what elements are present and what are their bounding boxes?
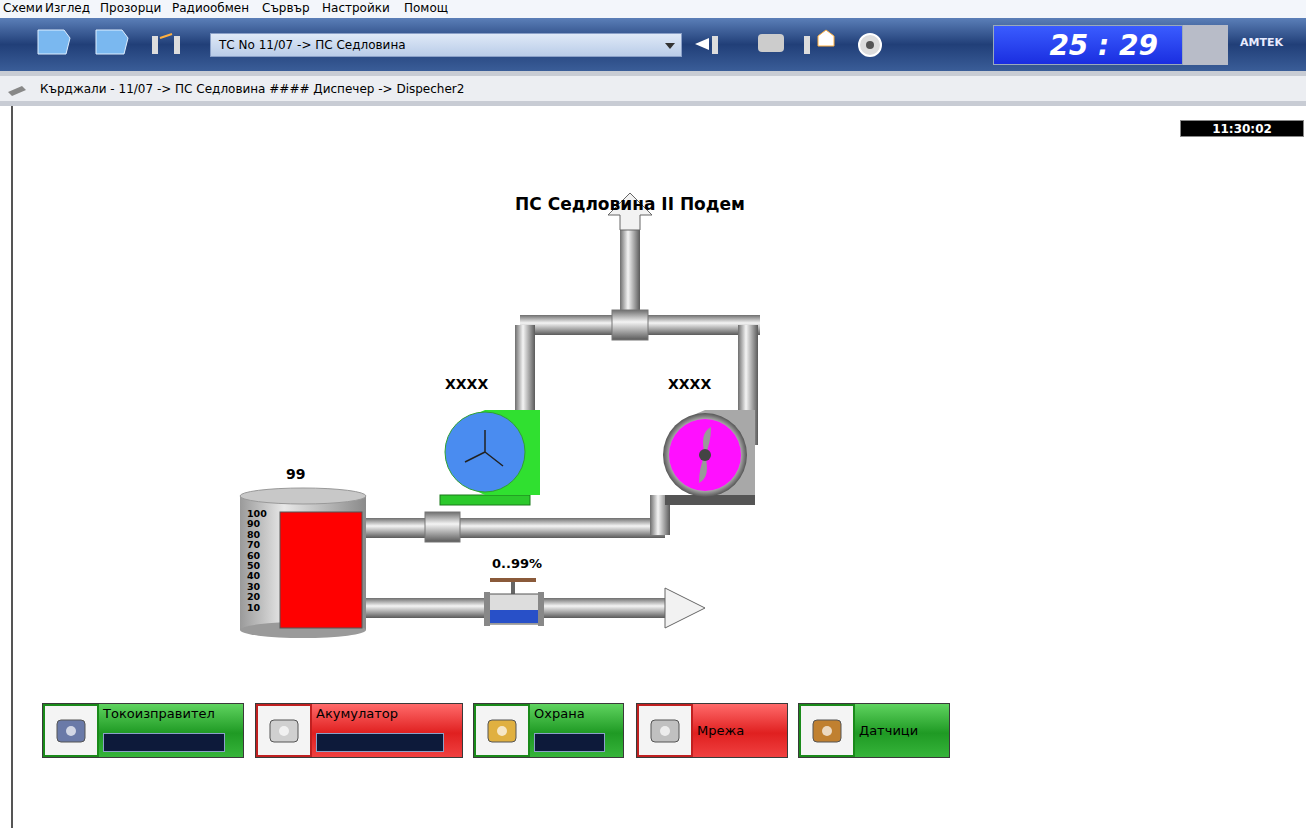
icon-art (258, 706, 310, 757)
breadcrumb-icon (8, 86, 26, 96)
pipes (365, 193, 760, 628)
button-label: Охрана (534, 706, 609, 721)
button-icon (799, 704, 855, 757)
button-body: Токоизправител (99, 704, 243, 757)
status-box (1183, 25, 1228, 65)
status-bar (534, 733, 605, 752)
button-icon (256, 704, 312, 757)
station-combo: ТС No 11/07 -> ПС Седловина (210, 33, 682, 57)
menu-item: Схеми (3, 1, 43, 15)
status-bar (316, 733, 444, 752)
icon-art (639, 706, 691, 757)
button-label: Акумулатор (316, 706, 448, 721)
scale-number: 20 (247, 592, 260, 602)
pump-value: XXXX (668, 376, 711, 392)
button-icon (637, 704, 693, 757)
tank (240, 488, 366, 638)
combo-arrow (665, 43, 675, 49)
node-text: 25 : 29 (1049, 29, 1158, 62)
menu-item: Изглед (45, 1, 90, 15)
menu-item: Сървър (262, 1, 310, 15)
scale-number: 10 (247, 603, 260, 613)
menu-item: Помощ (404, 1, 448, 15)
button-body: Датчици (855, 704, 949, 757)
icon-art (45, 706, 97, 757)
pump-stopped (663, 410, 755, 505)
time-display: 11:30:02 (1180, 120, 1304, 137)
status-button: Мрежа (636, 703, 788, 758)
valve-position: 0..99% (492, 556, 542, 571)
diagram-title: ПС Седловина II Подем (0, 194, 1260, 214)
scale-number: 100 (247, 509, 267, 519)
valve (484, 578, 544, 626)
menu-item: Настройки (322, 1, 390, 15)
scale-number: 40 (247, 571, 260, 581)
clock-display: 25 : 29 (993, 25, 1183, 65)
pump-value: XXXX (445, 376, 488, 392)
node-text: 11:30:02 (1212, 122, 1272, 136)
toolbar (0, 18, 1306, 71)
scale-number: 30 (247, 582, 260, 592)
status-button: Охрана (473, 703, 624, 758)
button-body: Мрежа (693, 704, 787, 757)
left-border (11, 106, 13, 828)
menu-bar (0, 0, 1306, 18)
button-label: Токоизправител (103, 706, 229, 721)
status-button: Датчици (798, 703, 950, 758)
scale-number: 80 (247, 530, 260, 540)
menu-item: Радиообмен (172, 1, 249, 15)
brand-logo: AMTEK (1240, 36, 1283, 49)
status-button: Акумулатор (255, 703, 463, 758)
button-icon (43, 704, 99, 757)
scale-number: 90 (247, 519, 260, 529)
button-label: Мрежа (697, 723, 744, 738)
button-body: Охрана (530, 704, 623, 757)
tank-level: 99 (286, 466, 305, 482)
button-label: Датчици (859, 723, 918, 738)
toolbar-icons (38, 30, 881, 56)
scale-number: 60 (247, 551, 260, 561)
scale-number: 70 (247, 540, 260, 550)
status-button: Токоизправител (42, 703, 244, 758)
icon-art (801, 706, 853, 757)
breadcrumb-bar (0, 76, 1306, 101)
icon-art (476, 706, 528, 757)
pump-running (440, 410, 540, 505)
button-icon (474, 704, 530, 757)
button-body: Акумулатор (312, 704, 462, 757)
scale-number: 50 (247, 561, 260, 571)
breadcrumb: Кърджали - 11/07 -> ПС Седловина #### Ди… (40, 82, 464, 96)
status-bar (103, 733, 225, 752)
menu-item: Прозорци (100, 1, 161, 15)
node-text: ТС No 11/07 -> ПС Седловина (219, 38, 406, 52)
